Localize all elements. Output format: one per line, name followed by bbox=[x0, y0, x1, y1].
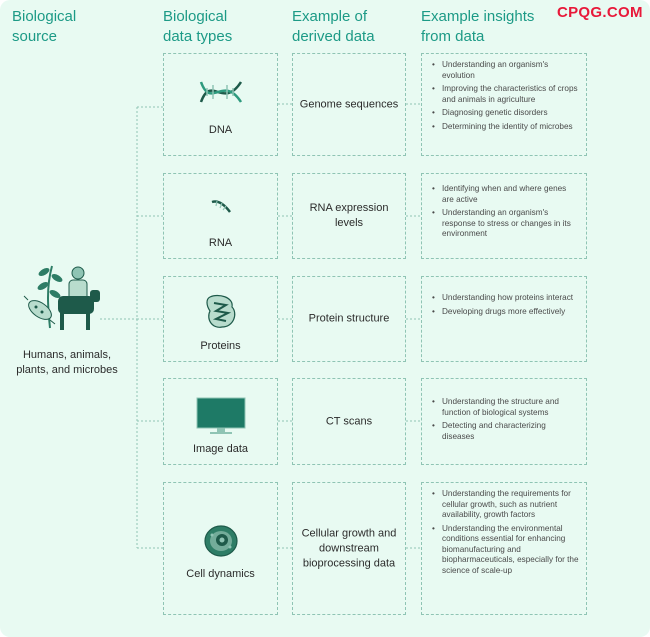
protein-structure-icon bbox=[206, 294, 236, 328]
insight-item: Understanding how proteins interact bbox=[432, 293, 580, 304]
derived-box-cell-dynamics: Cellular growth and downstream bioproces… bbox=[292, 482, 406, 615]
type-box-image-data: Image data bbox=[163, 378, 278, 465]
type-label-rna: RNA bbox=[208, 237, 233, 249]
type-label-cell-dynamics: Cell dynamics bbox=[186, 568, 255, 580]
type-box-cell-dynamics: Cell dynamics bbox=[163, 482, 278, 615]
insight-item: Understanding the environmental conditio… bbox=[432, 524, 580, 577]
header-biological-data-types: Biological data types bbox=[163, 8, 233, 45]
insight-item: Understanding an organism's response to … bbox=[432, 208, 580, 240]
insights-box-rna: Identifying when and where genes are act… bbox=[421, 173, 587, 259]
derived-box-dna: Genome sequences bbox=[292, 53, 406, 156]
watermark: CPQG.COM bbox=[557, 4, 643, 21]
type-box-proteins: Proteins bbox=[163, 276, 278, 362]
insights-box-proteins: Understanding how proteins interact Deve… bbox=[421, 276, 587, 362]
cell-icon bbox=[204, 525, 238, 557]
insight-item: Understanding an organism's evolution bbox=[432, 60, 580, 81]
type-label-dna: DNA bbox=[208, 124, 233, 136]
type-box-dna: DNA bbox=[163, 53, 278, 156]
insight-item: Improving the characteristics of crops a… bbox=[432, 84, 580, 105]
insights-box-image-data: Understanding the structure and function… bbox=[421, 378, 587, 465]
header-insights: Example insights from data bbox=[421, 8, 535, 45]
insight-item: Identifying when and where genes are act… bbox=[432, 184, 580, 205]
rna-strand-icon bbox=[211, 200, 231, 213]
derived-box-rna: RNA expression levels bbox=[292, 173, 406, 259]
humans-animals-plants-microbes-icon bbox=[23, 265, 100, 330]
derived-label-proteins: Protein structure bbox=[308, 312, 390, 325]
derived-label-cell-dynamics: Cellular growth and downstream bioproces… bbox=[301, 527, 397, 569]
insights-box-dna: Understanding an organism's evolution Im… bbox=[421, 53, 587, 156]
derived-label-rna: RNA expression levels bbox=[309, 202, 389, 229]
derived-label-dna: Genome sequences bbox=[299, 98, 399, 110]
insight-item: Diagnosing genetic disorders bbox=[432, 108, 580, 119]
type-box-rna: RNA bbox=[163, 173, 278, 259]
derived-box-image-data: CT scans bbox=[292, 378, 406, 465]
monitor-icon bbox=[196, 397, 246, 434]
insight-item: Developing drugs more effectively bbox=[432, 307, 580, 318]
type-label-image-data: Image data bbox=[192, 443, 249, 455]
insights-box-cell-dynamics: Understanding the requirements for cellu… bbox=[421, 482, 587, 615]
type-label-proteins: Proteins bbox=[200, 340, 241, 352]
source-label: Humans, animals, plants, and microbes bbox=[16, 349, 118, 376]
insight-item: Understanding the structure and function… bbox=[432, 397, 580, 418]
dna-helix-icon bbox=[199, 81, 243, 103]
derived-box-proteins: Protein structure bbox=[292, 276, 406, 362]
insight-item: Understanding the requirements for cellu… bbox=[432, 489, 580, 521]
header-derived-data: Example of derived data bbox=[292, 8, 375, 45]
header-biological-source: Biological source bbox=[12, 8, 77, 45]
derived-label-image-data: CT scans bbox=[325, 415, 373, 427]
insight-item: Detecting and characterizing diseases bbox=[432, 421, 580, 442]
insight-item: Determining the identity of microbes bbox=[432, 122, 580, 133]
